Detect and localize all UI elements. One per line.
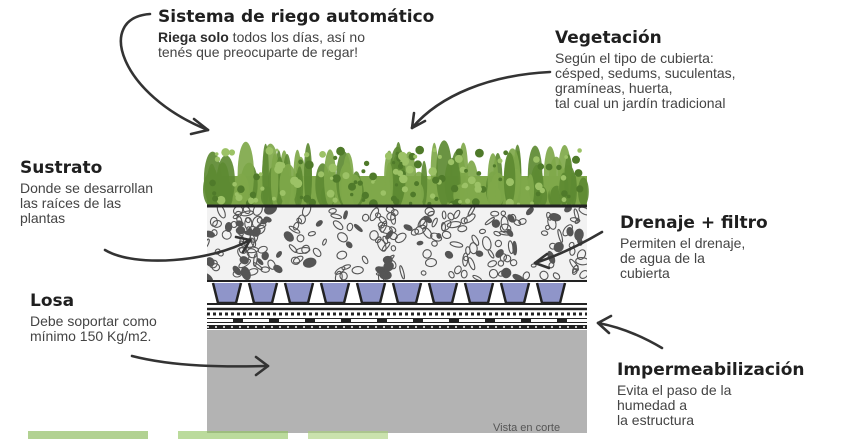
drenaje-label: Drenaje + filtro Permiten el drenaje, de… xyxy=(620,213,768,281)
vegetacion-title: Vegetación xyxy=(555,28,662,48)
drenaje-desc-line: Permiten el drenaje, xyxy=(620,235,746,251)
sustrato-desc-line: Donde se desarrollan xyxy=(20,180,154,196)
drainage-cup xyxy=(393,283,421,303)
riego-desc-line2: tenés que preocuparte de regar! xyxy=(158,44,359,60)
impermeabilizacion-arrow xyxy=(596,314,664,350)
drainage-layer xyxy=(207,280,587,306)
drenaje-title: Drenaje + filtro xyxy=(620,213,768,233)
vegetacion-desc-line: césped, sedums, suculentas, xyxy=(555,65,736,81)
waterproofing-layer xyxy=(207,306,587,330)
drainage-cup xyxy=(357,283,385,303)
vegetacion-arrow xyxy=(410,70,552,130)
view-caption: Vista en corte xyxy=(493,422,561,434)
riego-desc-rest: todos los días, así no xyxy=(228,29,365,45)
drainage-cup xyxy=(429,283,457,303)
losa-desc-line: Debe soportar como xyxy=(30,313,157,329)
sustrato-desc-line: plantas xyxy=(20,210,66,226)
bottom-decorative-stripe xyxy=(28,431,388,439)
losa-title: Losa xyxy=(30,291,75,311)
riego-desc-bold: Riega solo xyxy=(158,29,229,45)
drainage-cup xyxy=(249,283,277,303)
vegetation-layer xyxy=(203,140,589,206)
substrate-layer xyxy=(207,207,587,280)
sustrato-arrow xyxy=(103,235,252,262)
drainage-cup xyxy=(465,283,493,303)
losa-arrow xyxy=(130,354,270,377)
drainage-cup xyxy=(501,283,529,303)
impermeabilizacion-desc-line: humedad a xyxy=(617,397,688,413)
vegetacion-desc-line: gramíneas, huerta, xyxy=(555,80,673,96)
vegetacion-desc-line: Según el tipo de cubierta: xyxy=(555,50,714,66)
drenaje-arrow xyxy=(533,230,604,270)
drainage-cup xyxy=(285,283,313,303)
drainage-cup xyxy=(321,283,349,303)
sustrato-label: Sustrato Donde se desarrollan las raíces… xyxy=(20,158,153,226)
drainage-cup xyxy=(537,283,565,303)
riego-arrow xyxy=(119,12,210,136)
impermeabilizacion-label: Impermeabilización Evita el paso de la h… xyxy=(617,360,805,428)
drenaje-desc-line: cubierta xyxy=(620,265,670,281)
riego-label: Sistema de riego automático Riega solo t… xyxy=(158,7,434,60)
impermeabilizacion-desc-line: Evita el paso de la xyxy=(617,382,732,398)
sustrato-title: Sustrato xyxy=(20,158,103,178)
sustrato-desc-line: las raíces de las xyxy=(20,195,122,211)
drenaje-desc-line: de agua de la xyxy=(620,250,705,266)
drainage-cup xyxy=(213,283,241,303)
losa-desc-line: mínimo 150 Kg/m2. xyxy=(30,328,152,344)
impermeabilizacion-desc-line: la estructura xyxy=(617,412,695,428)
losa-label: Losa Debe soportar como mínimo 150 Kg/m2… xyxy=(30,291,157,344)
slab-layer xyxy=(207,330,587,433)
vegetacion-label: Vegetación Según el tipo de cubierta: cé… xyxy=(555,28,736,111)
riego-title: Sistema de riego automático xyxy=(158,7,435,27)
vegetacion-desc-line: tal cual un jardín tradicional xyxy=(555,95,726,111)
impermeabilizacion-title: Impermeabilización xyxy=(617,360,805,380)
